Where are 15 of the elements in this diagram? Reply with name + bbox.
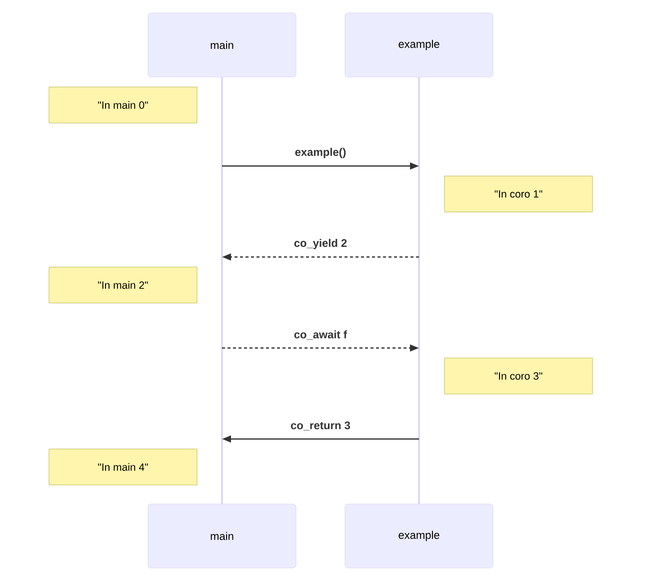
lifeline: [418, 77, 420, 504]
actor-box: main: [148, 504, 296, 568]
note-box: "In main 4": [48, 448, 198, 486]
lifeline: [221, 77, 223, 504]
note-box: "In coro 3": [444, 358, 593, 394]
actor-box: main: [148, 12, 296, 78]
note-box: "In main 2": [48, 266, 198, 304]
actor-box: example: [344, 504, 494, 568]
edge-label: example(): [295, 148, 346, 158]
edge-label: co_await f: [294, 330, 348, 340]
edge-label: co_return 3: [290, 422, 350, 430]
edge-label: co_yield 2: [294, 238, 347, 250]
actor-box: example: [344, 12, 494, 78]
note-box: "In coro 1": [444, 176, 593, 212]
note-box: "In main 0": [48, 86, 198, 124]
